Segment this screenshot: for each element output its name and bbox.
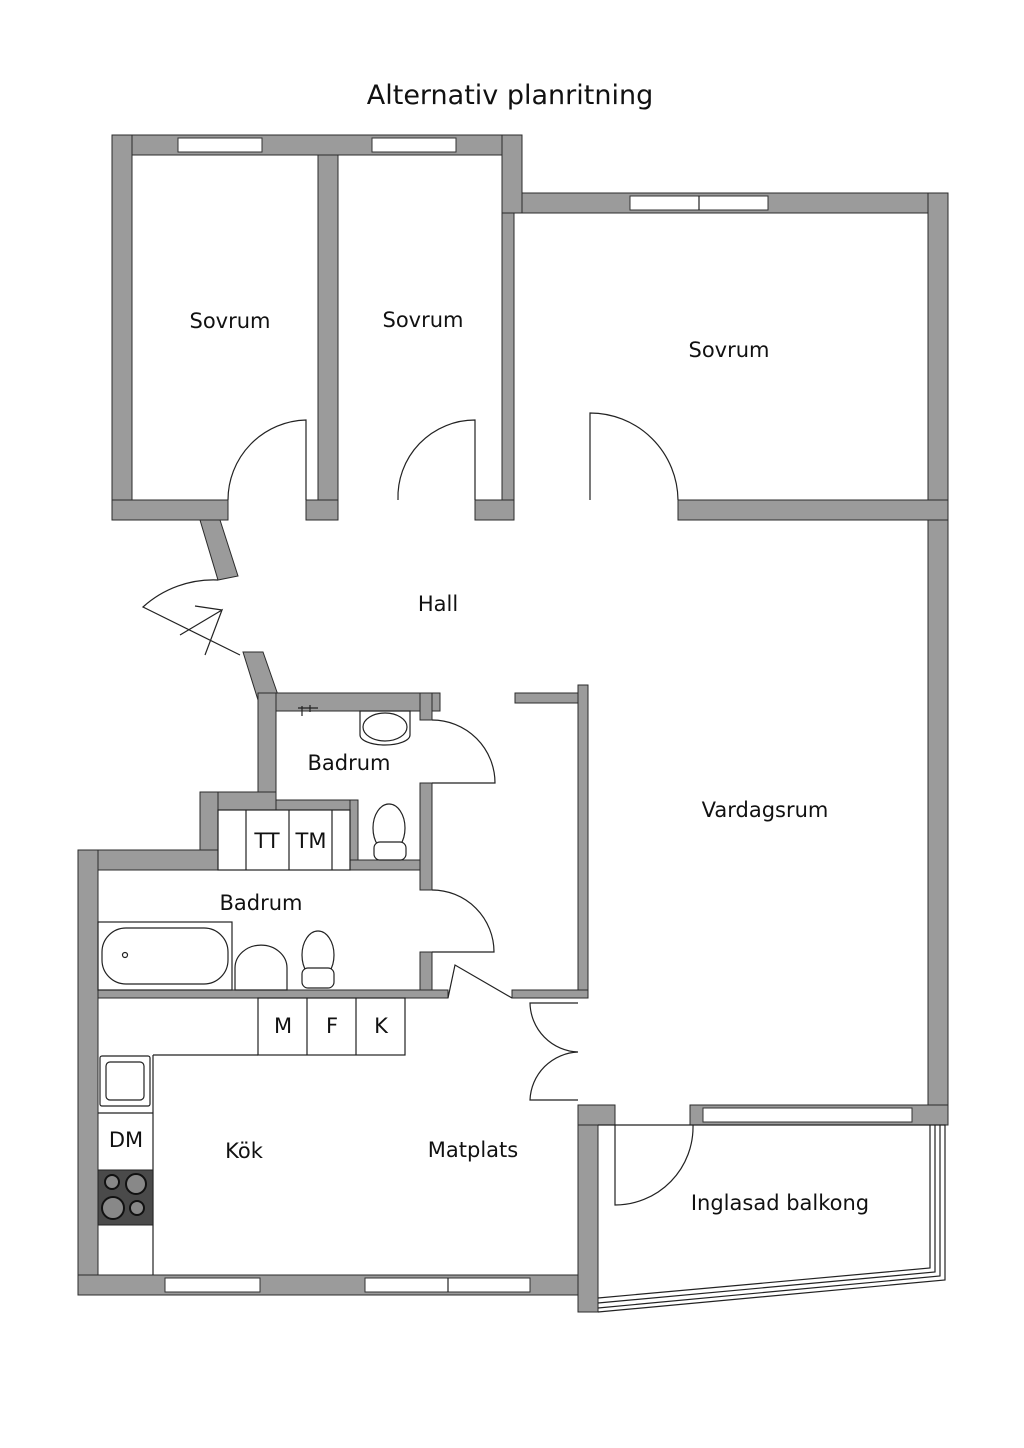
sink-icon	[234, 944, 288, 991]
door-kitchen-double[interactable]	[529, 1002, 579, 1101]
cabinet-f: F	[326, 1014, 338, 1038]
label-kitchen: Kök	[225, 1139, 264, 1163]
plan-title: Alternativ planritning	[367, 80, 653, 111]
windows	[164, 137, 913, 1293]
entry-door[interactable]	[141, 579, 241, 656]
bathtub-icon	[101, 927, 229, 985]
fixtures: TT TM M F K DM	[97, 705, 411, 1275]
door-balcony[interactable]	[614, 1124, 694, 1206]
closet-tm: TM	[295, 829, 327, 853]
closet-tt: TT	[253, 829, 279, 853]
door-storage[interactable]	[447, 964, 513, 999]
label-hall: Hall	[418, 592, 458, 616]
label-living-room: Vardagsrum	[702, 798, 829, 822]
door-bedroom-1[interactable]	[227, 419, 307, 501]
label-bedroom-2: Sovrum	[382, 308, 463, 332]
cabinet-k: K	[374, 1014, 389, 1038]
entry-arrow-icon	[179, 605, 224, 656]
door-bedroom-3[interactable]	[589, 412, 679, 501]
label-bathroom-2: Badrum	[219, 891, 302, 915]
room-labels: Sovrum Sovrum Sovrum Hall Badrum Badrum …	[189, 308, 869, 1215]
door-bedroom-2[interactable]	[397, 419, 476, 501]
label-bedroom-1: Sovrum	[189, 309, 270, 333]
label-bedroom-3: Sovrum	[688, 338, 769, 362]
door-bathroom-2[interactable]	[431, 889, 495, 953]
balcony-glazing	[597, 1124, 946, 1313]
label-bathroom-1: Badrum	[307, 751, 390, 775]
door-bathroom-1[interactable]	[431, 719, 496, 784]
cabinet-m: M	[274, 1014, 292, 1038]
shower-icon	[298, 705, 318, 716]
doors	[141, 412, 694, 1206]
dishwasher-dm: DM	[109, 1128, 143, 1152]
label-balcony: Inglasad balkong	[691, 1191, 869, 1215]
label-dining: Matplats	[428, 1138, 518, 1162]
